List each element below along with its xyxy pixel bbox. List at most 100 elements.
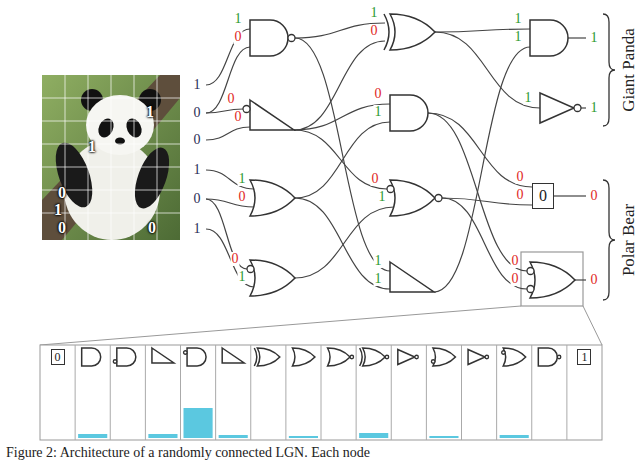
gate-body xyxy=(250,180,295,216)
palette-divider xyxy=(566,345,567,440)
or-gate xyxy=(431,348,455,366)
wire-value: 0 xyxy=(374,87,383,101)
negation-bubble xyxy=(435,195,442,202)
wire xyxy=(434,47,530,292)
xor-gate xyxy=(384,14,435,50)
gate-body xyxy=(540,93,574,123)
gate-body xyxy=(503,348,526,366)
wire-value: 1 xyxy=(514,12,523,26)
negation-bubble xyxy=(387,186,394,193)
grid-line xyxy=(157,75,158,240)
output-value: 1 xyxy=(590,31,599,45)
gate-body xyxy=(390,95,428,131)
palette-divider xyxy=(321,345,322,440)
panda-nose xyxy=(115,138,125,145)
grid-line xyxy=(42,121,180,122)
grid-line xyxy=(42,167,180,168)
xor-gate xyxy=(360,348,389,366)
wire xyxy=(206,127,250,140)
zoom-line xyxy=(583,306,602,345)
wire xyxy=(206,199,247,269)
probability-bar xyxy=(359,433,388,438)
wedge-gate xyxy=(222,348,244,363)
wire-value: 0 xyxy=(238,190,247,204)
wire-value: 1 xyxy=(370,6,379,20)
wire xyxy=(206,229,254,287)
negation-bubble xyxy=(415,355,419,359)
palette-divider xyxy=(461,345,462,440)
palette-divider xyxy=(391,345,392,440)
class-brace xyxy=(603,14,615,126)
negation-bubble xyxy=(184,351,188,355)
panda-photo xyxy=(42,75,180,240)
wire-value: 0 xyxy=(231,252,240,266)
wire xyxy=(294,104,390,130)
wire-value: 1 xyxy=(238,270,247,284)
output-wire xyxy=(581,107,586,108)
negation-bubble xyxy=(243,106,250,113)
panda-eye xyxy=(95,116,116,140)
panda-arm xyxy=(48,138,99,212)
pixel-value: 0 xyxy=(148,220,156,236)
input-bit: 0 xyxy=(194,192,201,206)
palette-divider xyxy=(75,345,76,440)
wedge-gate xyxy=(243,100,294,130)
output-wire xyxy=(554,195,586,196)
and-gate xyxy=(530,20,568,56)
wire-value: 1 xyxy=(374,105,383,119)
probability-bar xyxy=(500,435,529,438)
and-gate xyxy=(184,348,207,366)
not-gate xyxy=(468,350,489,365)
or-gate xyxy=(328,348,354,366)
wire xyxy=(435,32,540,108)
gate-body xyxy=(257,348,280,366)
probability-bar xyxy=(78,434,107,438)
gate-body xyxy=(328,348,351,366)
negation-bubble xyxy=(431,360,435,364)
class-label: Polar Bear xyxy=(620,204,637,276)
and-gate xyxy=(82,348,101,366)
grid-line xyxy=(65,75,66,240)
output-value: 0 xyxy=(590,189,599,203)
gate-body xyxy=(250,20,288,56)
input-bit: 0 xyxy=(194,106,201,120)
probability-bar xyxy=(184,408,213,438)
wire xyxy=(295,23,385,38)
gate-body xyxy=(187,348,206,366)
negation-bubble xyxy=(385,355,389,359)
negation-bubble xyxy=(485,355,489,359)
pixel-value: 0 xyxy=(58,185,66,201)
input-bit: 0 xyxy=(194,133,201,147)
or-gate xyxy=(247,260,295,296)
wire-value: 1 xyxy=(374,254,383,268)
negation-bubble xyxy=(502,351,506,355)
grid-line xyxy=(134,75,135,240)
gate-body xyxy=(468,350,485,365)
wire xyxy=(295,38,390,271)
negation-bubble xyxy=(527,286,534,293)
probability-bar xyxy=(219,435,248,438)
constant-value: 0 xyxy=(55,350,61,364)
wire-value: 0 xyxy=(371,172,380,186)
or-gate xyxy=(502,348,526,366)
wire xyxy=(295,122,390,198)
probability-bar xyxy=(289,436,318,438)
xor-gate xyxy=(254,348,280,366)
output-value: 0 xyxy=(590,273,599,287)
negation-bubble xyxy=(557,355,561,359)
constant-value: 1 xyxy=(581,350,587,364)
palette-divider xyxy=(531,345,532,440)
gate-body xyxy=(292,348,315,366)
probability-bar xyxy=(429,436,458,438)
gate-layer xyxy=(82,14,581,366)
figure-caption: Figure 2: Architecture of a randomly con… xyxy=(6,445,370,461)
input-bit: 1 xyxy=(194,222,201,236)
gate-body xyxy=(152,348,174,363)
negation-bubble xyxy=(288,35,295,42)
output-value: 1 xyxy=(590,101,599,115)
wire-value: 0 xyxy=(511,254,520,268)
zoom-box xyxy=(521,252,583,306)
gate-body xyxy=(117,348,136,366)
or-gate xyxy=(292,348,315,366)
